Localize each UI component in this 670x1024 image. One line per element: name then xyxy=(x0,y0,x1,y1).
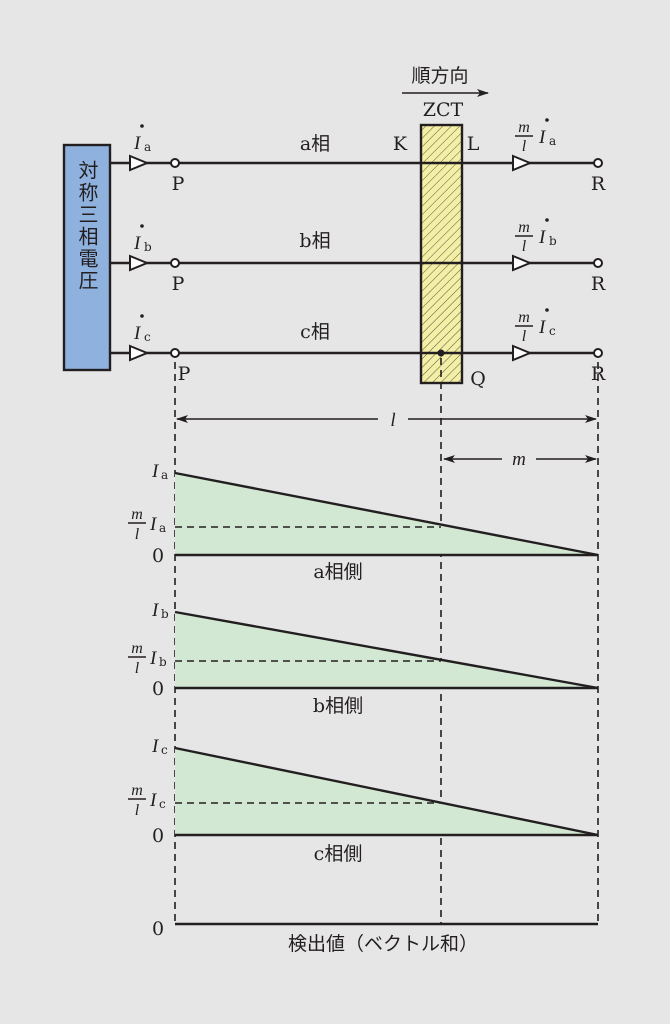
result-zero-label: 0 xyxy=(152,918,164,940)
terminal-p xyxy=(170,348,180,358)
top-current-subscript: b xyxy=(161,607,169,621)
mid-current-label: I xyxy=(149,648,158,669)
current-slope-line xyxy=(174,471,599,557)
ratio-denominator: l xyxy=(522,138,527,155)
zct-k-label: K xyxy=(393,133,408,155)
phasor-dot xyxy=(545,218,549,222)
mid-denominator: l xyxy=(135,526,140,543)
terminal-r-label: R xyxy=(591,173,606,195)
source-current-label: I xyxy=(133,233,142,254)
mid-current-subscript: a xyxy=(159,521,166,535)
dimension-m-label: m xyxy=(512,449,526,470)
load-current-label: I xyxy=(538,317,547,338)
load-current-label: I xyxy=(538,127,547,148)
source-current-label: I xyxy=(133,133,142,154)
current-slope-line xyxy=(174,610,599,690)
terminal-p-label: P xyxy=(172,173,185,195)
current-arrow-icon xyxy=(512,154,533,172)
top-current-subscript: c xyxy=(161,743,168,757)
phase-name-label: c相 xyxy=(300,321,330,343)
phase-name-label: b相 xyxy=(299,230,330,252)
load-current-subscript: b xyxy=(549,234,557,248)
current-arrow-icon xyxy=(512,254,533,272)
graph-title: c相側 xyxy=(314,843,363,865)
mid-current-subscript: c xyxy=(159,797,166,811)
mid-numerator: m xyxy=(131,782,143,799)
zct-label: ZCT xyxy=(423,99,464,121)
direction-label: 順方向 xyxy=(411,65,468,87)
terminal-r xyxy=(593,158,603,168)
mid-denominator: l xyxy=(135,802,140,819)
current-arrow-icon xyxy=(129,154,150,172)
current-arrow-icon xyxy=(129,254,150,272)
terminal-r xyxy=(593,258,603,268)
terminal-r-label: R xyxy=(591,273,606,295)
mid-numerator: m xyxy=(131,506,143,523)
phasor-dot xyxy=(140,314,144,318)
source-current-subscript: c xyxy=(144,330,151,344)
mid-current-label: I xyxy=(149,790,158,811)
mid-current-label: I xyxy=(149,514,158,535)
source-current-subscript: b xyxy=(144,240,152,254)
phasor-dot xyxy=(545,118,549,122)
terminal-r xyxy=(593,348,603,358)
mid-denominator: l xyxy=(135,660,140,677)
phase-name-label: a相 xyxy=(300,133,330,155)
phasor-dot xyxy=(140,124,144,128)
source-current-subscript: a xyxy=(144,140,151,154)
terminal-p-label: P xyxy=(172,273,185,295)
ratio-denominator: l xyxy=(522,328,527,345)
zero-label: 0 xyxy=(152,825,164,847)
load-current-label: I xyxy=(538,227,547,248)
zero-label: 0 xyxy=(152,545,164,567)
ratio-denominator: l xyxy=(522,238,527,255)
current-arrow-icon xyxy=(512,344,533,362)
mid-numerator: m xyxy=(131,640,143,657)
load-current-subscript: a xyxy=(549,134,556,148)
current-arrow-icon xyxy=(129,344,150,362)
zct-l-label: L xyxy=(467,133,480,155)
top-current-label: I xyxy=(151,736,160,757)
zct-q-label: Q xyxy=(470,368,486,390)
point-q-dot xyxy=(437,349,445,357)
zero-label: 0 xyxy=(152,678,164,700)
top-current-label: I xyxy=(151,461,160,482)
source-current-label: I xyxy=(133,323,142,344)
ratio-numerator: m xyxy=(518,119,530,136)
load-current-subscript: c xyxy=(549,324,556,338)
source-label: 対称三相電圧 xyxy=(75,160,99,292)
terminal-p xyxy=(170,258,180,268)
current-slope-line xyxy=(174,746,599,837)
terminal-p xyxy=(170,158,180,168)
top-current-label: I xyxy=(151,600,160,621)
ratio-numerator: m xyxy=(518,219,530,236)
phasor-dot xyxy=(140,224,144,228)
top-current-subscript: a xyxy=(161,468,168,482)
dimension-l-label: l xyxy=(390,410,395,431)
result-title: 検出値（ベクトル和） xyxy=(288,933,478,955)
phasor-dot xyxy=(545,308,549,312)
three-phase-source-box xyxy=(62,143,112,372)
ratio-numerator: m xyxy=(518,309,530,326)
graph-title: a相側 xyxy=(313,561,362,583)
mid-current-subscript: b xyxy=(159,655,167,669)
terminal-p-label: P xyxy=(178,363,191,385)
graph-title: b相側 xyxy=(313,695,363,717)
